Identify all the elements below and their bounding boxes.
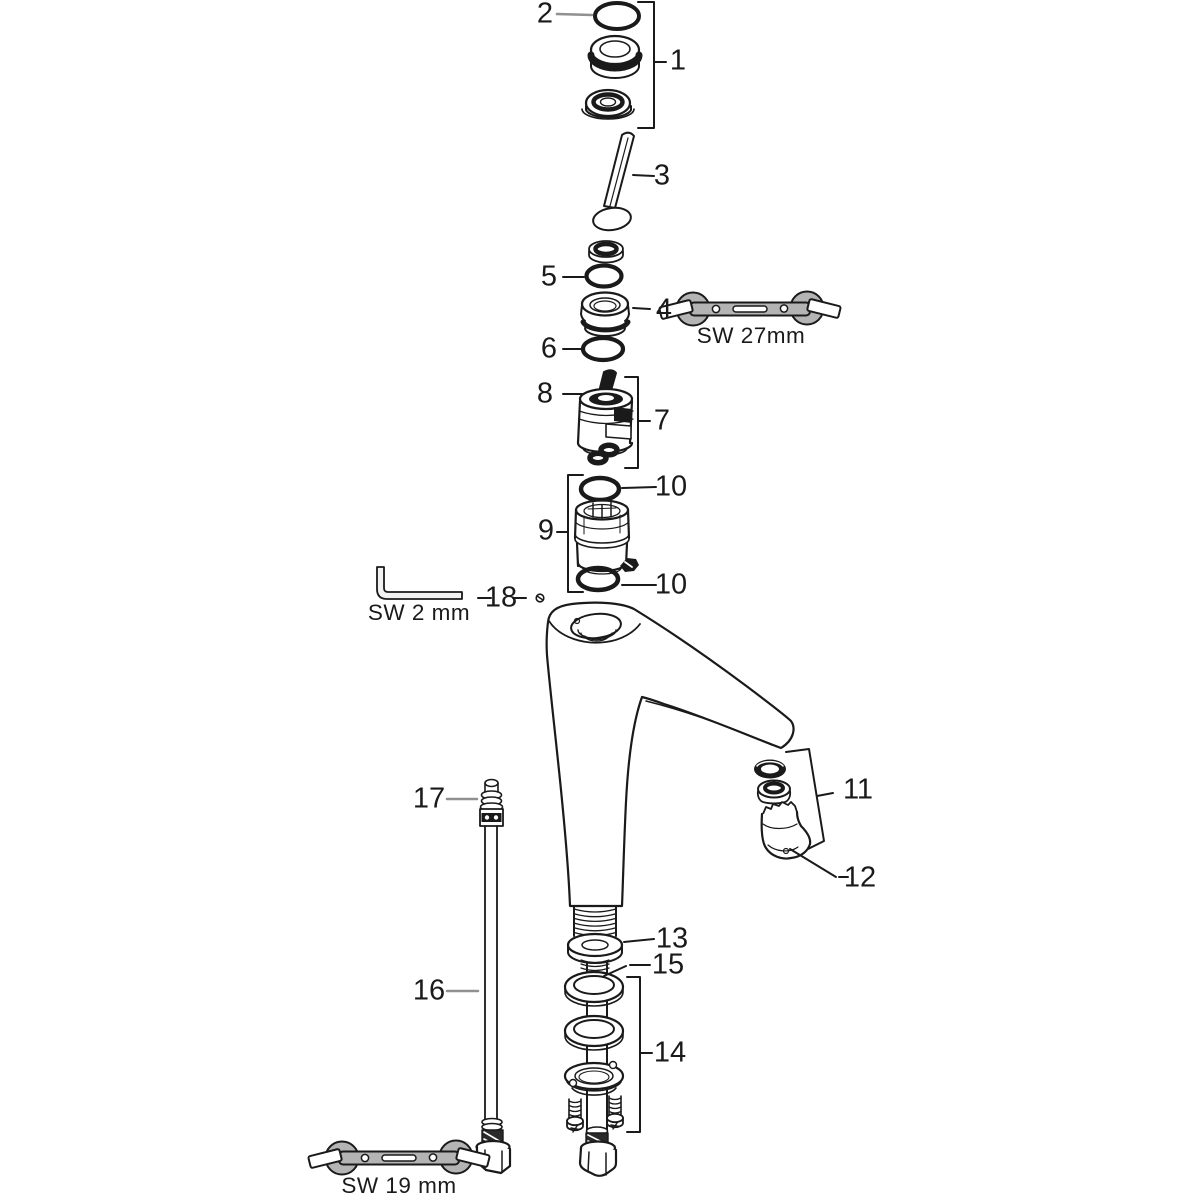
- lever-washer: [588, 240, 624, 264]
- callout-label-11: 11: [842, 773, 874, 806]
- open-end-wrench-27-icon: [658, 290, 842, 327]
- part-10-oring-bottom: [575, 565, 657, 593]
- tool-label-sw27: SW 27mm: [696, 322, 806, 348]
- part-12-aerator-housing: [760, 801, 849, 878]
- part-14-fastening-set: [563, 1014, 625, 1133]
- callout-label-13: 13: [655, 922, 689, 955]
- bracket-9: [556, 474, 584, 593]
- callout-label-16: 16: [412, 974, 446, 1007]
- bracket-7: [624, 376, 651, 469]
- part-13-threaded-shank: [566, 905, 655, 972]
- part-3-lever-pin: [592, 131, 655, 232]
- part-8-cartridge: [562, 369, 634, 466]
- callout-label-1: 1: [669, 44, 687, 77]
- part-15-washer: [563, 964, 651, 1007]
- allen-key-icon: [376, 566, 463, 600]
- callout-label-5: 5: [540, 260, 558, 293]
- callout-label-3: 3: [653, 159, 671, 192]
- part-1-ring-set: [581, 34, 643, 120]
- callout-label-9: 9: [537, 514, 555, 547]
- callout-label-17: 17: [412, 782, 446, 815]
- callout-label-7: 7: [653, 404, 671, 437]
- callout-label-15: 15: [651, 948, 685, 981]
- faucet-hose-connector: [578, 1126, 618, 1177]
- part-9-diverter: [573, 499, 639, 575]
- part-5-oring: [562, 263, 624, 289]
- callout-label-10-top: 10: [654, 470, 688, 503]
- part-18-set-screw: [477, 593, 545, 603]
- hose-assembly: [445, 778, 512, 1175]
- bracket-1: [637, 1, 667, 129]
- callout-label-12: 12: [843, 861, 877, 894]
- part-2-oring: [555, 1, 641, 31]
- bracket-14: [626, 976, 653, 1133]
- faucet-body: [545, 601, 795, 908]
- callout-label-14: 14: [653, 1036, 687, 1069]
- part-4-bushing: [580, 291, 651, 337]
- callout-label-8: 8: [536, 377, 554, 410]
- open-end-wrench-19-icon: [307, 1139, 491, 1176]
- callout-label-18: 18: [484, 581, 518, 614]
- tool-label-sw2: SW 2 mm: [367, 599, 471, 625]
- tool-label-sw19: SW 19 mm: [341, 1172, 457, 1198]
- callout-label-6: 6: [540, 332, 558, 365]
- part-6-oring: [562, 335, 626, 363]
- part-10-oring-top: [578, 475, 657, 503]
- callout-label-10-bottom: 10: [654, 568, 688, 601]
- callout-label-4: 4: [655, 293, 673, 326]
- callout-label-2: 2: [536, 0, 554, 30]
